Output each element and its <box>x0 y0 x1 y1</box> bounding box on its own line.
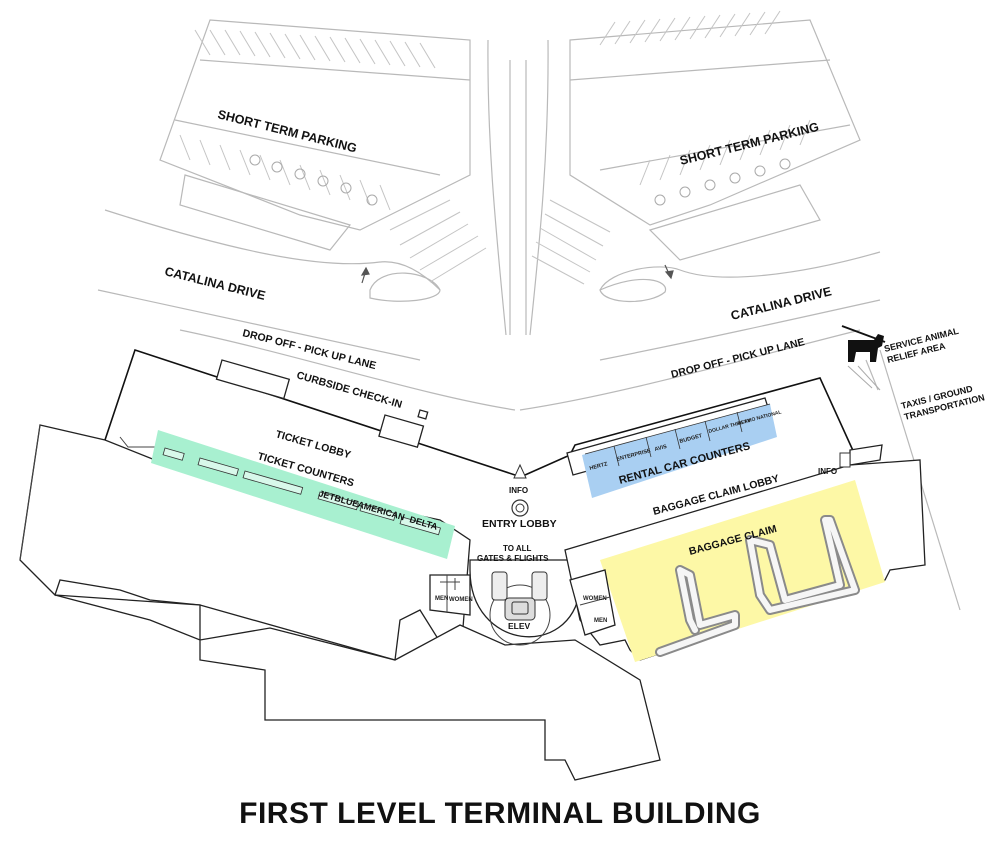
entry-lobby-label: ENTRY LOBBY <box>482 518 557 530</box>
info-center-label: INFO <box>509 486 528 495</box>
parking-stalls-right <box>531 10 811 285</box>
restroom-men-right: MEN <box>594 618 607 624</box>
rental-counter-booths <box>584 403 771 467</box>
parking-right-label: SHORT TERM PARKING <box>678 120 820 168</box>
baggage-carousels <box>655 515 860 657</box>
elevator-icon <box>511 601 529 615</box>
info-icon-right <box>839 452 851 468</box>
ticket-counters-zone <box>151 430 455 559</box>
lane-right-label: DROP OFF - PICK UP LANE <box>670 336 806 381</box>
restroom-women-right: WOMEN <box>583 596 607 602</box>
info-right-label: INFO <box>818 467 837 476</box>
ticket-counter-desks <box>162 447 441 536</box>
service-dog-icon <box>841 325 886 391</box>
elevator-label: ELEV <box>508 621 531 631</box>
left-wing-interior <box>19 424 160 561</box>
road-right-label: CATALINA DRIVE <box>729 284 833 323</box>
accessible-parking-symbols <box>249 154 791 206</box>
curbside-label: CURBSIDE CHECK-IN <box>295 369 403 411</box>
parking-roads-layer <box>97 19 961 611</box>
map-title: FIRST LEVEL TERMINAL BUILDING <box>239 797 761 830</box>
road-left-label: CATALINA DRIVE <box>163 264 267 303</box>
info-icon <box>511 463 529 517</box>
parking-stalls-left <box>179 29 487 283</box>
restroom-women-left: WOMEN <box>449 597 473 603</box>
rental-budget: BUDGET <box>679 433 704 445</box>
gates-label-line1: TO ALL <box>503 544 532 553</box>
restroom-men-left: MEN <box>435 596 448 602</box>
gates-label-line2: GATES & FLIGHTS <box>477 554 549 563</box>
parking-left-label: SHORT TERM PARKING <box>216 107 358 155</box>
rental-car-counters-zone <box>582 404 777 498</box>
rental-hertz: HERTZ <box>589 461 609 472</box>
baggage-claim-zone <box>600 480 885 662</box>
rental-avis: AVIS <box>654 444 668 453</box>
traffic-arrows <box>360 264 674 284</box>
restrooms <box>429 569 616 636</box>
ticket-lobby-label: TICKET LOBBY <box>274 428 352 461</box>
